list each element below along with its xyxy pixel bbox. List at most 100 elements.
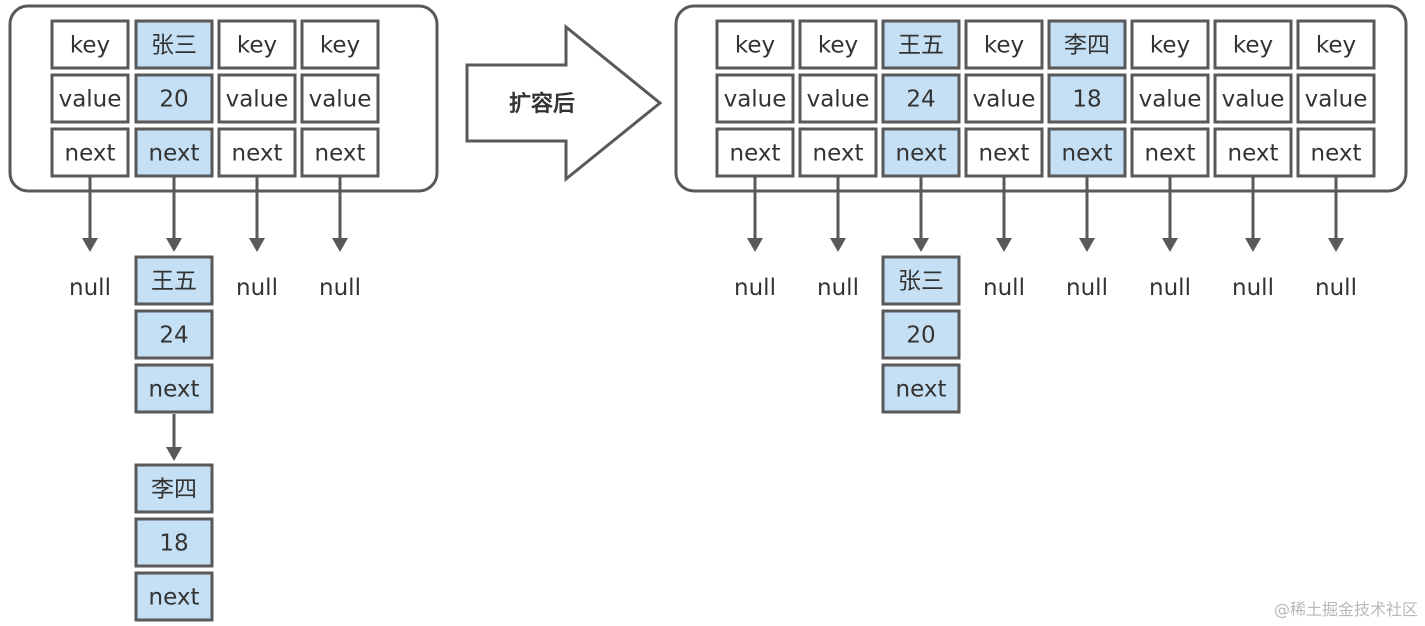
bucket-key: 张三 [151,33,197,59]
bucket-key-box [217,19,297,70]
bucket-value-box [715,73,795,124]
bucket-value-box [134,73,214,124]
before-bucket: key value next null [300,19,380,301]
before-table: keyvaluenextnull张三20next王五24next李四18next… [50,19,380,622]
bucket-next: next [896,141,947,167]
null-label: null [1149,275,1191,301]
bucket-value: value [309,87,372,113]
bucket-next-box [964,127,1044,178]
bucket-key: key [1233,33,1273,59]
node-value: 18 [159,531,188,557]
after-bucket: key value next null [1296,19,1376,301]
bucket-key-box [964,19,1044,70]
bucket-next: next [979,141,1030,167]
after-table: key value next null key value next null 王五 24 next… [715,19,1376,414]
node-key-box [134,463,214,514]
bucket-next: next [315,141,366,167]
bucket-next-box [134,127,214,178]
bucket-next: next [730,141,781,167]
bucket-next: next [65,141,116,167]
bucket-key: key [320,33,360,59]
node-value: 20 [906,323,935,349]
bucket-value-box [964,73,1044,124]
bucket-next-box [1213,127,1293,178]
null-label: null [983,275,1025,301]
bucket-to-null-arrow-icon [747,238,763,252]
bucket-key: key [984,33,1024,59]
node-key-box [134,255,214,306]
bucket-next: next [1062,141,1113,167]
bucket-value-box [1213,73,1293,124]
bucket-to-null-arrow-icon [82,238,98,252]
node-value-box [134,517,214,568]
bucket-to-null-arrow-icon [1328,238,1344,252]
node-next: next [149,377,200,403]
bucket-next: next [1311,141,1362,167]
transition-label: 扩容后 [509,91,575,117]
after-bucket: key value next null [1213,19,1293,301]
bucket-to-null-arrow-icon [1079,238,1095,252]
bucket-key-box [798,19,878,70]
bucket-next-box [715,127,795,178]
null-label: null [1315,275,1357,301]
bucket-to-chain-arrow-icon [913,238,929,252]
bucket-key: key [1150,33,1190,59]
bucket-value: value [1305,87,1368,113]
bucket-key-box [881,19,961,70]
bucket-value: 20 [159,87,188,113]
bucket-key-box [50,19,130,70]
null-label: null [1066,275,1108,301]
before-table-frame [8,4,439,193]
node-value-box [134,309,214,360]
bucket-key: key [818,33,858,59]
null-label: null [1232,275,1274,301]
bucket-value-box [1130,73,1210,124]
node-next-box [134,363,214,414]
resize-transition-arrow: 扩容后 [465,23,663,183]
bucket-value: value [1222,87,1285,113]
bucket-next: next [1228,141,1279,167]
bucket-value-box [881,73,961,124]
bucket-to-null-arrow-icon [332,238,348,252]
bucket-next-box [217,127,297,178]
node-next: next [149,585,200,611]
bucket-to-null-arrow-icon [1245,238,1261,252]
bucket-value-box [798,73,878,124]
node-key-box [881,255,961,306]
bucket-value: value [807,87,870,113]
bucket-value-box [1047,73,1127,124]
null-label: null [236,275,278,301]
null-label: null [69,275,111,301]
bucket-value: 24 [906,87,935,113]
bucket-value: value [1139,87,1202,113]
bucket-key-box [715,19,795,70]
bucket-value: 18 [1072,87,1101,113]
bucket-key-box [1130,19,1210,70]
node-key: 张三 [898,269,944,295]
null-label: null [319,275,361,301]
bucket-to-null-arrow-icon [1162,238,1178,252]
bucket-key-box [1213,19,1293,70]
bucket-value: value [724,87,787,113]
bucket-value-box [217,73,297,124]
bucket-key: key [1316,33,1356,59]
bucket-next: next [1145,141,1196,167]
bucket-to-null-arrow-icon [249,238,265,252]
bucket-to-null-arrow-icon [996,238,1012,252]
node-next-box [881,363,961,414]
bucket-key: 王五 [898,33,944,59]
bucket-key-box [300,19,380,70]
watermark: @稀土掘金技术社区 [1274,600,1418,619]
bucket-next: next [149,141,200,167]
bucket-next: next [813,141,864,167]
